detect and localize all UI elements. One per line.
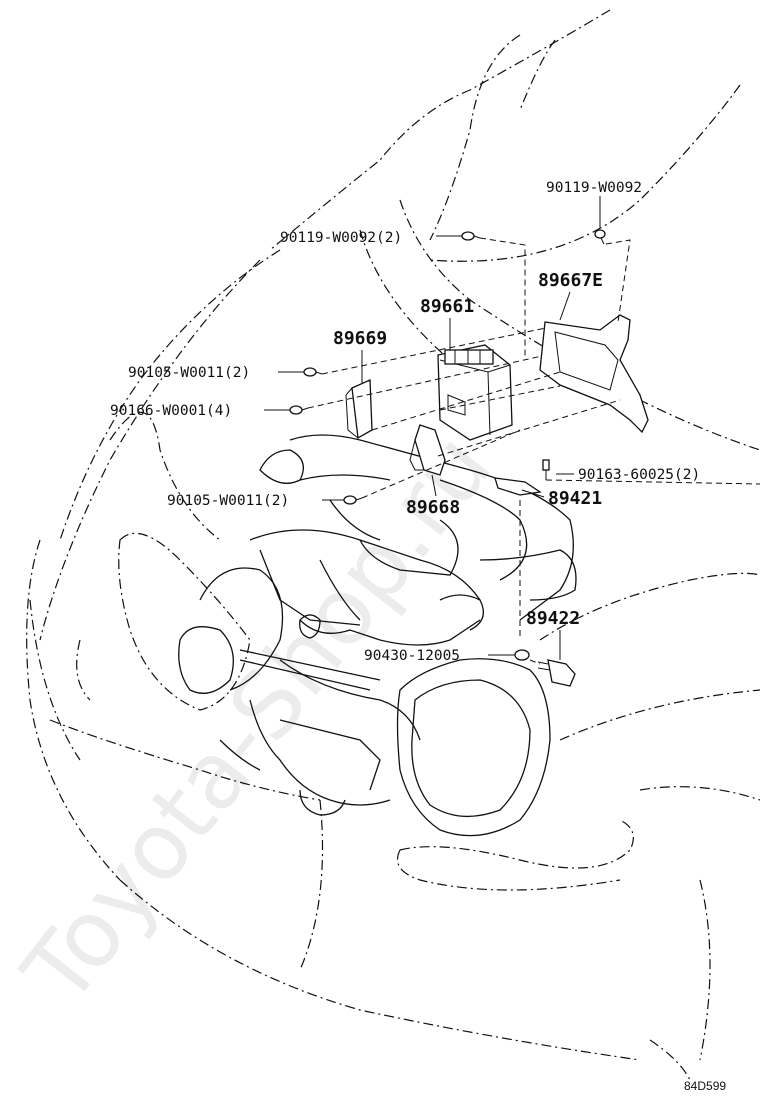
diagram-code: 84D599 (684, 1079, 726, 1093)
label-ecu-89661[interactable]: 89661 (420, 296, 474, 317)
label-bolt-c[interactable]: 90105-W0011(2) (167, 493, 289, 509)
sensor-89422[interactable] (537, 659, 576, 687)
bracket-89667e[interactable] (539, 314, 649, 434)
label-bracket-89669[interactable]: 89669 (333, 328, 387, 349)
label-sensor-plate-89421[interactable]: 89421 (548, 488, 602, 509)
label-screw[interactable]: 90163-60025(2) (578, 467, 700, 483)
label-sensor-89422[interactable]: 89422 (526, 608, 580, 629)
bracket-89668[interactable] (409, 424, 446, 476)
gasket-icon[interactable] (514, 649, 530, 661)
ecu-module[interactable] (437, 344, 513, 441)
engine-assembly (178, 434, 577, 837)
label-bolt-b[interactable]: 90166-W0001(4) (110, 403, 232, 419)
bracket-89669[interactable] (345, 379, 373, 440)
sensor-plate-89421[interactable] (494, 477, 542, 496)
leader-lines (264, 196, 760, 665)
bolt-icon[interactable] (289, 405, 309, 415)
label-bolt-top-left[interactable]: 90119-W0092(2) (280, 230, 402, 246)
label-gasket[interactable]: 90430-12005 (364, 648, 460, 664)
car-body-outline (26, 9, 760, 1081)
label-bracket-89667e[interactable]: 89667E (538, 270, 603, 291)
label-bolt-top-right[interactable]: 90119-W0092 (546, 180, 642, 196)
bolt-icon[interactable] (461, 231, 481, 241)
screw-icon[interactable] (542, 459, 550, 480)
label-bolt-a[interactable]: 90105-W0011(2) (128, 365, 250, 381)
bolt-icon[interactable] (303, 367, 323, 377)
label-bracket-89668[interactable]: 89668 (406, 497, 460, 518)
bolt-icon[interactable] (594, 229, 606, 245)
